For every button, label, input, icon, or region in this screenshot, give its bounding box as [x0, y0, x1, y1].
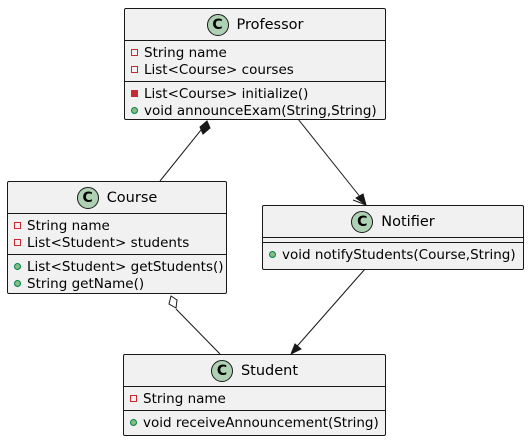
method-row: String getName()	[14, 275, 226, 292]
field-row: List<Course> courses	[131, 61, 385, 78]
private-field-icon	[131, 66, 138, 73]
class-name: Course	[106, 189, 158, 206]
private-method-icon	[131, 90, 138, 97]
method-row: void announceExam(String,String)	[131, 102, 385, 119]
class-badge-icon: C	[206, 13, 229, 36]
private-field-icon	[131, 49, 138, 56]
methods-section: List<Student> getStudents() String getNa…	[8, 254, 226, 295]
class-badge-icon: C	[76, 186, 99, 209]
class-badge-icon: C	[210, 359, 233, 382]
methods-section: void receiveAnnouncement(String)	[124, 410, 385, 434]
class-name: Notifier	[381, 213, 435, 230]
fields-section: String name	[124, 386, 385, 410]
private-field-icon	[130, 395, 137, 402]
fields-section	[263, 237, 523, 242]
method-row: List<Student> getStudents()	[14, 258, 226, 275]
class-notifier[interactable]: C Notifier void notifyStudents(Course,St…	[262, 205, 524, 270]
private-field-icon	[14, 239, 21, 246]
class-name: Professor	[236, 16, 304, 33]
association-arrowhead-student	[290, 343, 302, 356]
association-line-professor-notifier	[297, 118, 366, 204]
class-professor[interactable]: C Professor String name List<Course> cou…	[124, 8, 386, 120]
public-method-icon	[269, 251, 276, 258]
class-course[interactable]: C Course String name List<Student> stude…	[7, 181, 227, 294]
field-row: String name	[130, 390, 385, 407]
methods-section: List<Course> initialize() void announceE…	[125, 81, 385, 122]
class-student[interactable]: C Student String name void receiveAnnoun…	[123, 354, 386, 436]
private-field-icon	[14, 222, 21, 229]
method-row: List<Course> initialize()	[131, 85, 385, 102]
field-row: List<Student> students	[14, 234, 226, 251]
class-name: Student	[240, 362, 299, 379]
fields-section: String name List<Course> courses	[125, 40, 385, 81]
method-row: void receiveAnnouncement(String)	[130, 414, 385, 431]
composition-diamond	[199, 120, 211, 135]
composition-line-professor-course	[159, 124, 206, 182]
association-line-notifier-student	[291, 268, 366, 353]
public-method-icon	[131, 107, 138, 114]
fields-section: String name List<Student> students	[8, 213, 226, 254]
public-method-icon	[14, 280, 21, 287]
class-badge-icon: C	[351, 210, 374, 233]
methods-section: void notifyStudents(Course,String)	[263, 242, 523, 266]
field-row: String name	[14, 217, 226, 234]
association-arrowhead-notifier	[355, 193, 367, 207]
aggregation-line-course-student	[175, 308, 221, 355]
aggregation-diamond	[168, 295, 178, 309]
public-method-icon	[130, 419, 137, 426]
method-row: void notifyStudents(Course,String)	[269, 246, 523, 263]
public-method-icon	[14, 263, 21, 270]
field-row: String name	[131, 44, 385, 61]
